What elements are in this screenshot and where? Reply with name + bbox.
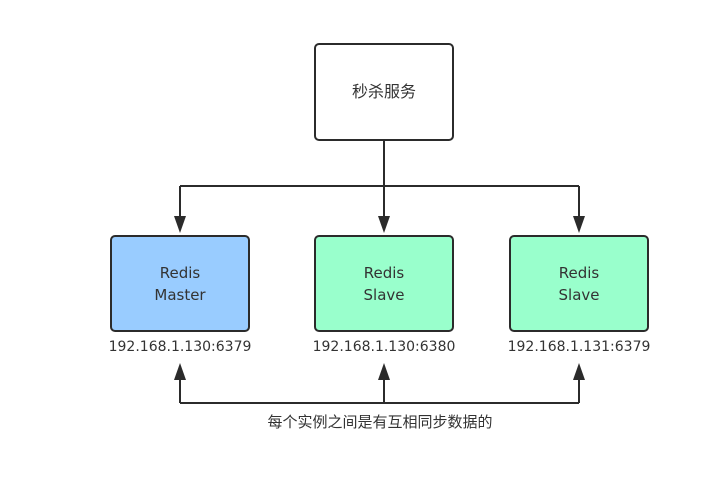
seckill-service-label: 秒杀服务 bbox=[351, 82, 416, 101]
redis-slave2-line2: Slave bbox=[558, 285, 600, 304]
arrowhead-to-slave2 bbox=[573, 216, 585, 233]
service-connectors bbox=[179, 141, 580, 218]
sync-arrowhead-master bbox=[174, 363, 186, 380]
redis-slave-node-1: Redis Slave bbox=[314, 235, 454, 332]
redis-slave1-address: 192.168.1.130:6380 bbox=[312, 339, 456, 355]
redis-slave2-address: 192.168.1.131:6379 bbox=[507, 339, 651, 355]
redis-slave-node-2: Redis Slave bbox=[509, 235, 649, 332]
redis-master-line1: Redis bbox=[159, 263, 201, 282]
sync-connectors bbox=[179, 378, 580, 404]
redis-slave1-line1: Redis bbox=[363, 263, 405, 282]
redis-master-line2: Master bbox=[154, 285, 206, 304]
sync-arrowhead-slave2 bbox=[573, 363, 585, 380]
service-arrowheads bbox=[174, 216, 585, 233]
sync-note-label: 每个实例之间是有互相同步数据的 bbox=[267, 413, 493, 431]
seckill-service-node: 秒杀服务 bbox=[314, 43, 454, 141]
redis-slave1-line2: Slave bbox=[363, 285, 405, 304]
sync-arrowhead-slave1 bbox=[378, 363, 390, 380]
redis-master-address: 192.168.1.130:6379 bbox=[108, 339, 252, 355]
arrowhead-to-master bbox=[174, 216, 186, 233]
redis-slave2-line1: Redis bbox=[558, 263, 600, 282]
sync-arrowheads bbox=[174, 363, 585, 380]
arrowhead-to-slave1 bbox=[378, 216, 390, 233]
redis-master-node: Redis Master bbox=[110, 235, 250, 332]
